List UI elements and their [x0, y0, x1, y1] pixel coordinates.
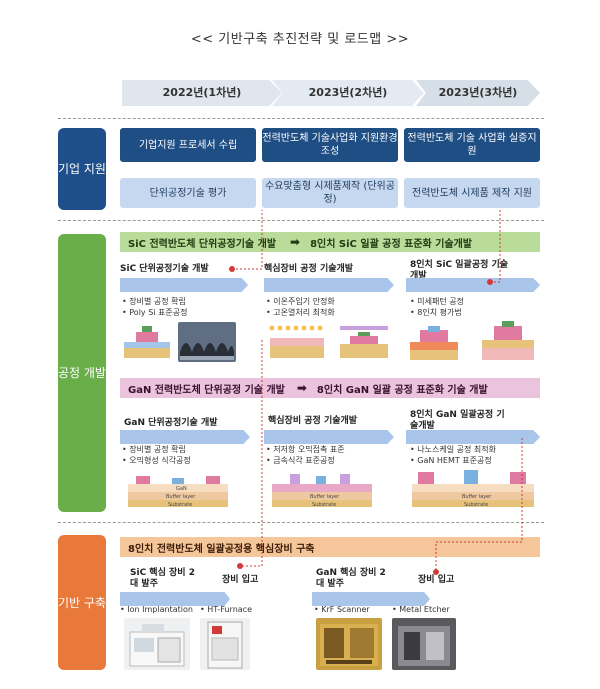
sic-stage3-bullet-1: • 미세패턴 공정 — [410, 297, 464, 306]
divider-mid-2 — [58, 522, 544, 523]
connector-sic3-to-corp — [490, 208, 501, 283]
sic-stage2-title: 핵심장비 공정 기술개발 — [264, 264, 354, 274]
connector-sic-to-infra — [240, 340, 263, 567]
gan-stage2-arrow — [264, 430, 394, 444]
sic-stage2-bullet-1: • 이온주입기 안정화 — [266, 297, 335, 306]
gan-order-arrow — [312, 592, 430, 606]
corp-box-1: 기업지원 프로세서 수립 — [120, 128, 256, 162]
band-arrow-icon: ➡ — [290, 235, 301, 249]
connector-dot-1 — [229, 266, 235, 272]
ht-furnace-photo — [200, 618, 250, 670]
equipment-1: • Ion Implantation — [120, 605, 193, 614]
sic-band: SiC 전력반도체 단위공정기술 개발 ➡ 8인치 SiC 일괄 공정 표준화 … — [120, 232, 540, 252]
band-arrow-icon: ➡ — [296, 381, 307, 395]
sic-arrival-label: 장비 입고 — [222, 575, 259, 585]
gan-stage2-bullet-2: • 금속식각 표준공정 — [266, 456, 335, 465]
gan-stage3-bullet-2: • GaN HEMT 표준공정 — [410, 456, 492, 465]
corp-box-3: 전력반도체 기술 사업화 실증지원 — [404, 128, 540, 162]
buffer-label-1: Buffer layer — [166, 494, 196, 500]
gan-stage1-bullet-1: • 장비별 공정 확립 — [122, 445, 186, 454]
year-1-chevron: 2022년(1차년) — [122, 80, 282, 106]
sic-device-diagram-1 — [122, 322, 172, 362]
sic-stage3-title: 8인치 SiC 일괄공정 기술개발 — [410, 260, 509, 281]
gan-label-1: GaN — [176, 486, 187, 492]
sic-stage1-bullet-2: • Poly Si 표준공정 — [122, 308, 188, 317]
divider-top — [58, 118, 544, 119]
gan-stage3-bullet-1: • 나노스케일 공정 최적화 — [410, 445, 496, 454]
infra-band: 8인치 전력반도체 일괄공정용 핵심장비 구축 — [120, 537, 540, 557]
buffer-label-2: Buffer layer — [310, 494, 340, 500]
krf-scanner-photo — [316, 618, 382, 670]
substrate-label-1: Substrate — [168, 502, 192, 508]
substrate-label-2: Substrate — [312, 502, 336, 508]
buffer-label-3: Buffer layer — [462, 494, 492, 500]
gan-stage1-title: GaN 단위공정기술 개발 — [124, 418, 218, 428]
corp-box-2: 전력반도체 기술사업화 지원환경 조성 — [262, 128, 398, 162]
equipment-3: • KrF Scanner — [314, 605, 370, 614]
gan-device-diagram-2: Buffer layer Substrate — [270, 470, 374, 508]
sic-device-diagram-2 — [266, 322, 328, 362]
year-2-chevron: 2023년(2차년) — [272, 80, 424, 106]
year-3-chevron: 2023년(3차년) — [416, 80, 540, 106]
section-label-infra: 기반 구축 — [58, 535, 106, 670]
sic-device-diagram-5 — [480, 318, 536, 362]
gan-band-left: GaN 전력반도체 단위공정 기술 개발 — [128, 384, 285, 396]
equipment-4: • Metal Etcher — [392, 605, 450, 614]
gan-stage3-arrow — [406, 430, 540, 444]
sic-device-diagram-4 — [408, 322, 460, 362]
corp-box-6: 전력반도체 시제품 제작 지원 — [404, 178, 540, 208]
section-label-corporate: 기업 지원 — [58, 128, 106, 210]
sic-order-label: SiC 핵심 장비 2대 발주 — [130, 568, 195, 589]
sic-order-arrow — [120, 592, 230, 606]
gan-order-label: GaN 핵심 장비 2대 발주 — [316, 568, 386, 589]
gan-device-diagram-1: GaN Buffer layer Substrate — [126, 470, 230, 508]
sic-stage1-arrow — [120, 278, 248, 292]
sic-stage1-title: SiC 단위공정기술 개발 — [120, 264, 209, 274]
gan-stage2-title: 핵심장비 공정 기술개발 — [268, 416, 358, 426]
substrate-label-3: Substrate — [464, 502, 488, 508]
sic-band-right: 8인치 SiC 일괄 공정 표준화 기술개발 — [310, 238, 473, 250]
section-label-process: 공정 개발 — [58, 234, 106, 512]
gan-band: GaN 전력반도체 단위공정 기술 개발 ➡ 8인치 GaN 일괄 공정 표준화… — [120, 378, 540, 398]
gan-device-diagram-3: Buffer layer Substrate — [410, 466, 536, 508]
ion-implantation-photo — [124, 618, 190, 670]
connector-sic-to-corp — [232, 210, 263, 270]
divider-mid-1 — [58, 220, 544, 221]
connector-dot-4 — [433, 569, 439, 575]
sic-stage1-bullet-1: • 장비별 공정 확립 — [122, 297, 186, 306]
connector-dot-3 — [237, 563, 243, 569]
connector-gan-to-infra — [435, 438, 523, 572]
sic-stage2-bullet-2: • 고온열처리 최적화 — [266, 308, 335, 317]
corp-box-4: 단위공정기술 평가 — [120, 178, 256, 208]
sic-band-left: SiC 전력반도체 단위공정기술 개발 — [128, 238, 277, 250]
equipment-2: • HT-Furnace — [200, 605, 252, 614]
gan-band-right: 8인치 GaN 일괄 공정 표준화 기술 개발 — [316, 384, 488, 396]
gan-stage1-bullet-2: • 오믹형성 식각공정 — [122, 456, 191, 465]
corp-box-5: 수요맞춤형 시제품제작 (단위공정) — [262, 178, 398, 208]
sic-stage3-arrow — [406, 278, 540, 292]
sic-stage3-bullet-2: • 8인치 평가법 — [410, 308, 462, 317]
gan-stage2-bullet-1: • 저저항 오믹접촉 표준 — [266, 445, 345, 454]
sic-sem-image — [178, 322, 236, 362]
gan-arrival-label: 장비 입고 — [418, 575, 455, 585]
gan-stage1-arrow — [120, 430, 250, 444]
gan-stage3-title: 8인치 GaN 일괄공정 기술개발 — [410, 410, 505, 431]
connector-dot-2 — [487, 279, 493, 285]
sic-stage2-arrow — [264, 278, 394, 292]
sic-device-diagram-3 — [338, 322, 390, 362]
page-title: << 기반구축 추진전략 및 로드맵 >> — [190, 32, 410, 47]
metal-etcher-photo — [392, 618, 456, 670]
